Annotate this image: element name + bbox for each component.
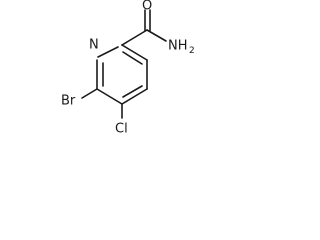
bond-n1-c2 [97,46,119,58]
bond-c4-c5-double [122,85,143,98]
amide-nitrogen-subscript: 2 [189,46,195,56]
bond-ring-bromine [81,88,98,99]
bond-c2-c3 [121,44,148,61]
bond-c4-c5 [121,88,148,105]
molecule-structure: N O NH 2 Br Cl [61,0,195,137]
bond-carbonyl-nitrogen [146,29,167,42]
ring-nitrogen-label: N [89,38,99,53]
carbonyl-oxygen-label: O [142,0,152,14]
bromine-label: Br [61,94,76,109]
bond-c2-c3-double [122,51,143,65]
amide-nitrogen-label: NH [168,39,188,54]
bond-ring-carbonyl [121,29,148,46]
bond-c5-c6 [96,88,123,105]
chlorine-label: Cl [115,122,128,137]
